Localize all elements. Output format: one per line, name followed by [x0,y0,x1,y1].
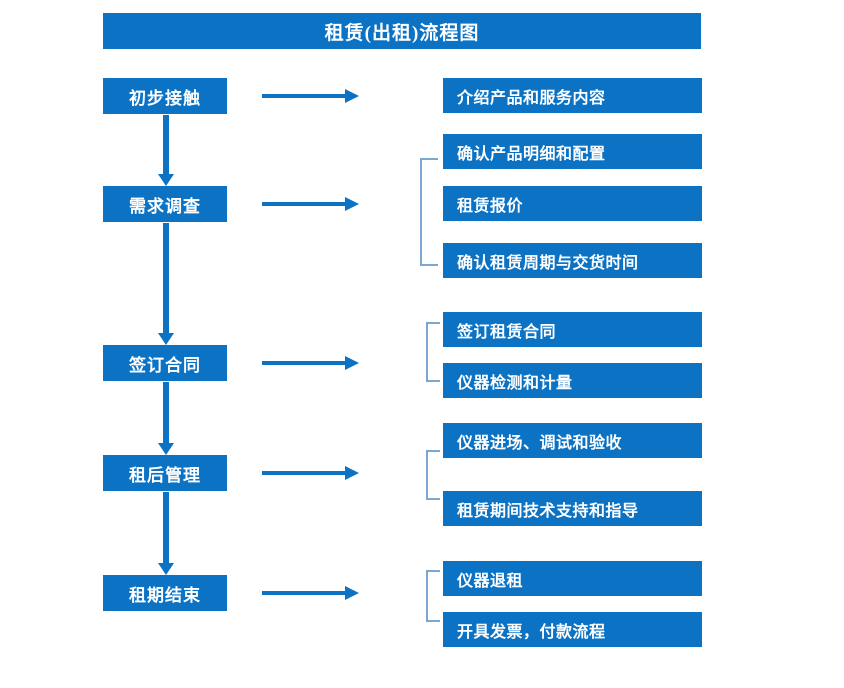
vertical-arrow-3 [158,382,174,455]
detail-box-rental-quotation[interactable]: 租赁报价 [443,186,702,221]
bracket-rental-end [426,570,440,622]
stage-box-needs-survey[interactable]: 需求调查 [103,186,227,222]
detail-box-technical-support[interactable]: 租赁期间技术支持和指导 [443,491,702,526]
bracket-needs-survey [420,158,438,266]
detail-box-confirm-product-spec[interactable]: 确认产品明细和配置 [443,134,702,169]
horizontal-arrow-2 [262,197,359,211]
bracket-sign-contract [426,322,440,382]
detail-box-sign-rental-contract[interactable]: 签订租赁合同 [443,312,702,347]
stage-box-post-rental-mgmt[interactable]: 租后管理 [103,455,227,491]
horizontal-arrow-3 [262,356,359,370]
vertical-arrow-2 [158,223,174,345]
detail-box-instrument-onsite[interactable]: 仪器进场、调试和验收 [443,423,702,458]
vertical-arrow-4 [158,492,174,575]
stage-box-sign-contract[interactable]: 签订合同 [103,345,227,381]
bracket-post-rental-mgmt [426,450,440,500]
detail-box-intro-products-services[interactable]: 介绍产品和服务内容 [443,78,702,113]
detail-box-instrument-return[interactable]: 仪器退租 [443,561,702,596]
horizontal-arrow-1 [262,89,359,103]
stage-box-initial-contact[interactable]: 初步接触 [103,78,227,114]
horizontal-arrow-5 [262,586,359,600]
detail-box-instrument-inspection[interactable]: 仪器检测和计量 [443,363,702,398]
vertical-arrow-1 [158,115,174,186]
detail-box-invoice-payment[interactable]: 开具发票，付款流程 [443,612,702,647]
stage-box-rental-end[interactable]: 租期结束 [103,575,227,611]
detail-box-confirm-period-delivery[interactable]: 确认租赁周期与交货时间 [443,243,702,278]
page-title: 租赁(出租)流程图 [103,13,701,49]
horizontal-arrow-4 [262,466,359,480]
